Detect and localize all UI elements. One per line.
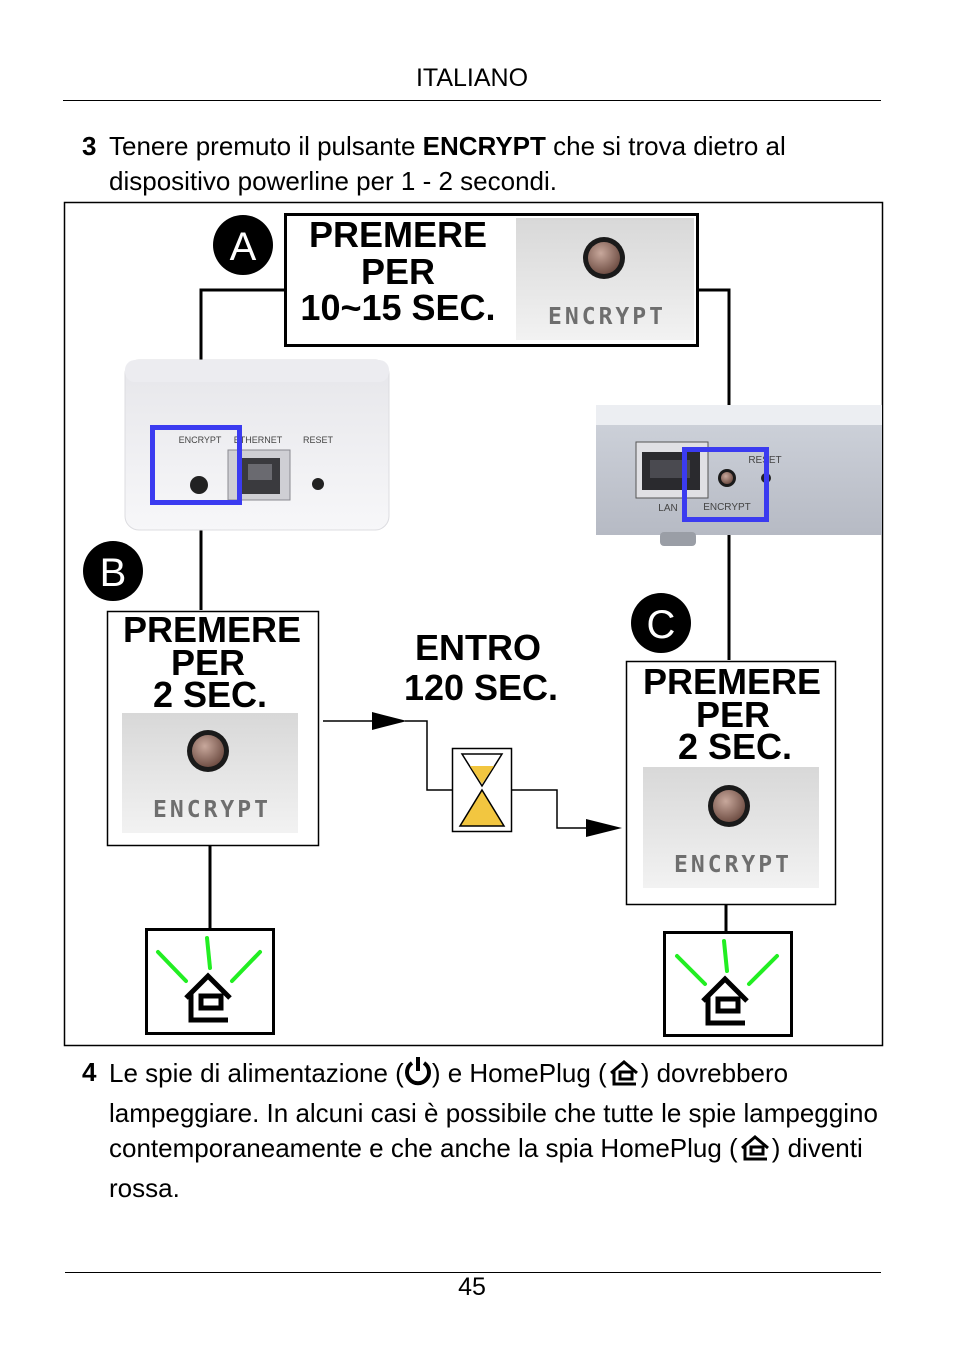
highlight-left-encrypt [150, 425, 242, 505]
marker-a: A [213, 215, 273, 275]
encrypt-button-photo-a: ENCRYPT [516, 218, 694, 340]
label-encrypt-right: ENCRYPT [703, 502, 751, 513]
box-a-line2: PER [361, 251, 435, 292]
homeplug-icon [607, 1059, 641, 1096]
homeplug-icon [701, 975, 749, 1026]
homeplug-icon [738, 1134, 772, 1171]
wait-line2: 120 SEC. [404, 667, 558, 708]
box-a-line3: 10~15 SEC. [300, 287, 495, 328]
step-number: 3 [82, 131, 97, 161]
label-lan-right: LAN [658, 503, 677, 514]
step-3: 3 Tenere premuto il pulsante ENCRYPT che… [82, 129, 892, 199]
box-b-line1: PREMERE [123, 609, 301, 650]
label-reset-left: RESET [303, 435, 334, 445]
arrow-head-1 [372, 712, 407, 730]
marker-b: B [83, 541, 143, 601]
powerline-adapter-right: LAN ENCRYPT RESET [596, 405, 882, 546]
powerline-adapter-left: ENCRYPT ETHERNET RESET [124, 359, 390, 531]
svg-text:ENCRYPT: ENCRYPT [548, 304, 666, 330]
homeplug-led-blink-left [145, 928, 275, 1035]
box-a-line1: PREMERE [309, 214, 487, 255]
step-number: 4 [82, 1057, 97, 1087]
encrypt-button-photo-c: ENCRYPT [643, 767, 819, 888]
homeplug-icon [184, 972, 232, 1023]
label-ethernet-left: ETHERNET [234, 435, 283, 445]
box-c-line1: PREMERE [643, 661, 821, 702]
svg-text:A: A [230, 225, 257, 269]
page-number: 45 [458, 1273, 486, 1301]
power-icon [404, 1055, 432, 1096]
step-4: 4 Le spie di alimentazione () e HomePlug… [82, 1055, 892, 1206]
marker-c: C [631, 593, 691, 653]
box-b-line3: 2 SEC. [153, 674, 267, 715]
encrypt-button-photo-b: ENCRYPT [122, 713, 298, 833]
box-c-line3: 2 SEC. [678, 726, 792, 767]
svg-text:ENCRYPT: ENCRYPT [153, 797, 271, 823]
step-text: Tenere premuto il pulsante ENCRYPT che s… [109, 131, 786, 196]
header-language: ITALIANO [415, 64, 529, 92]
homeplug-led-blink-right [663, 931, 793, 1037]
connector-lines [199, 288, 731, 932]
label-encrypt-left: ENCRYPT [179, 435, 222, 445]
hourglass-icon [451, 747, 513, 833]
svg-text:C: C [647, 603, 676, 647]
svg-text:ENCRYPT: ENCRYPT [674, 852, 792, 878]
arrow-head-2 [586, 819, 622, 837]
step-text: Le spie di alimentazione () e HomePlug (… [109, 1055, 892, 1206]
footer-rule [65, 1272, 881, 1273]
highlight-right-encrypt [682, 447, 769, 522]
box-c-line2: PER [696, 694, 770, 735]
wait-line1: ENTRO [415, 627, 541, 668]
box-b-line2: PER [171, 642, 245, 683]
svg-text:B: B [100, 551, 127, 595]
header-rule [63, 100, 881, 101]
